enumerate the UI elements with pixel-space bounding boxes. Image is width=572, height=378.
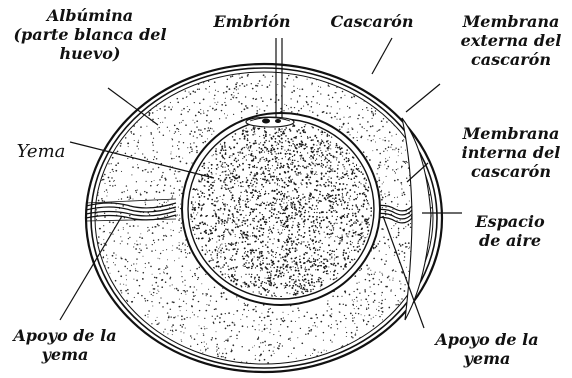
label-apoyo-izq-line2: yema — [6, 345, 124, 364]
label-membrana-interna-line2: interna del — [452, 143, 570, 162]
leader-cascaron — [372, 38, 392, 74]
label-membrana-externa-line3: cascarón — [452, 50, 570, 69]
label-albumina-line2: (parte blanca del — [2, 25, 178, 44]
label-membrana-interna: Membrana interna del cascarón — [452, 124, 570, 181]
label-yema: Yema — [10, 142, 72, 161]
label-espacio-aire-line2: de aire — [462, 231, 558, 250]
label-cascaron-text: Cascarón — [322, 12, 422, 31]
label-apoyo-izq: Apoyo de la yema — [6, 326, 124, 364]
label-membrana-externa-line1: Membrana — [452, 12, 570, 31]
label-membrana-externa: Membrana externa del cascarón — [452, 12, 570, 69]
label-albumina-line1: Albúmina — [2, 6, 178, 25]
label-espacio-aire: Espacio de aire — [462, 212, 558, 250]
label-apoyo-izq-line1: Apoyo de la — [6, 326, 124, 345]
label-membrana-externa-line2: externa del — [452, 31, 570, 50]
label-espacio-aire-line1: Espacio — [462, 212, 558, 231]
label-albumina: Albúmina (parte blanca del huevo) — [2, 6, 178, 63]
label-apoyo-der-line2: yema — [428, 349, 546, 368]
label-yema-text: Yema — [10, 142, 72, 161]
yolk-membrane-inner — [188, 119, 374, 299]
label-membrana-interna-line1: Membrana — [452, 124, 570, 143]
label-embrion-text: Embrión — [202, 12, 302, 31]
label-cascaron: Cascarón — [322, 12, 422, 31]
label-apoyo-der: Apoyo de la yema — [428, 330, 546, 368]
label-apoyo-der-line1: Apoyo de la — [428, 330, 546, 349]
leader-membrana-externa — [406, 84, 440, 112]
embryo-disc — [246, 117, 294, 127]
label-embrion: Embrión — [202, 12, 302, 31]
label-albumina-line3: huevo) — [2, 44, 178, 63]
label-membrana-interna-line3: cascarón — [452, 162, 570, 181]
